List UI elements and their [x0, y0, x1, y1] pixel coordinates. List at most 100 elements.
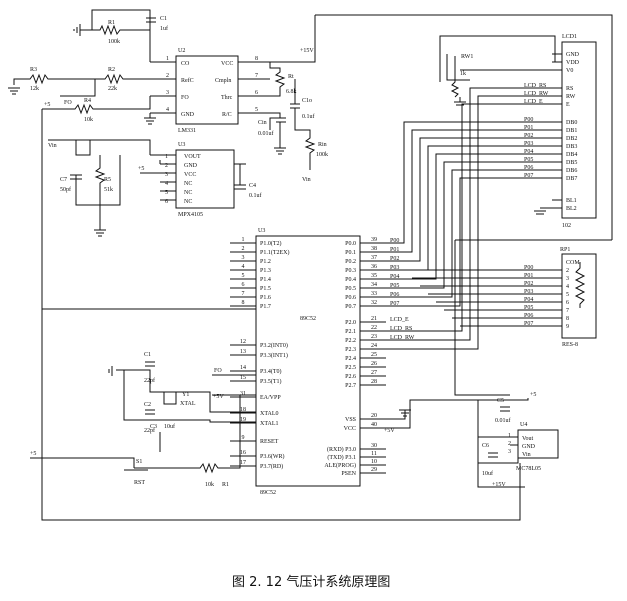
u3-num-1: 1	[165, 154, 168, 160]
rp1-net-label: P02	[524, 281, 533, 287]
mcu-pin-name-left: P1.7	[260, 304, 271, 310]
mcu-pin-num-left: 12	[240, 339, 246, 345]
fo-label: FO	[64, 100, 72, 106]
u3-pin-nc3: NC	[184, 199, 192, 205]
mcu-part: 89C52	[300, 316, 316, 322]
mcu-pin-num-right: 29	[371, 467, 377, 473]
u2-lm331: U2 LM331 CO RefC FO GND VCC Cmpln Thrc R…	[150, 48, 270, 134]
u4-part: MC78L05	[516, 466, 541, 472]
r5-value: 51k	[104, 187, 113, 193]
r5-ref: R5	[104, 177, 111, 183]
u3-pin-vcc: VCC	[184, 172, 196, 178]
rp1-pin-name: 3	[566, 276, 569, 282]
u2-num-7: 7	[255, 73, 258, 79]
mcu-pin-name-left: P3.4(T0)	[260, 368, 282, 375]
c1-ref: C1	[160, 16, 167, 22]
u4-ref: U4	[520, 422, 527, 428]
lcd-pin-name: DB5	[566, 160, 577, 166]
u3-pin-vout: VOUT	[184, 154, 201, 160]
mcu-net-label: P07	[390, 301, 399, 307]
u2-num-5: 5	[255, 107, 258, 113]
plus5-u3: +5	[138, 166, 144, 172]
u4-pin-gnd: GND	[522, 444, 536, 450]
cin-value: 0.01uf	[258, 130, 274, 137]
rin-ref: Rin	[318, 142, 327, 148]
mcu-pin-name-right: P2.6	[345, 374, 356, 380]
mcu-pin-name-right: P0.2	[345, 259, 356, 265]
mcu-pin-num-right: 32	[371, 300, 377, 306]
mcu-ref: U3	[258, 228, 265, 234]
mcu-pin-name-left: P3.5(T1)	[260, 378, 282, 385]
rp1-pin-name: 2	[566, 268, 569, 274]
mcu-pin-name-right: P0.1	[345, 250, 356, 256]
u2-num-3: 3	[166, 90, 169, 96]
wire-p0-bus	[386, 137, 520, 262]
mcu-pin-name-right: P2.3	[345, 347, 356, 353]
mcu-pin-num-right: 24	[371, 343, 377, 349]
clo-value: 0.1uf	[302, 113, 315, 120]
lcd-net-label: P04	[524, 149, 533, 155]
wire-lcd-e	[386, 103, 520, 332]
c5-value: 0.01uf	[495, 417, 511, 424]
mcu-pin-name-right: (RXD) P3.0	[327, 446, 356, 453]
wire-p0-bus	[386, 177, 520, 307]
mcu-pin-num-left: 18	[240, 407, 246, 413]
lcd-net-label: P07	[524, 173, 533, 179]
mcu-net-label: LCD_RW	[390, 335, 415, 341]
wire-p0-bus	[386, 129, 520, 253]
u2-pin-thrc: Thrc	[221, 95, 233, 101]
u3-pin-nc1: NC	[184, 181, 192, 187]
mcu-pin-num-right: 28	[371, 379, 377, 385]
mcu-pin-num-left: 7	[242, 291, 245, 297]
c7-value: 50pf	[60, 186, 71, 193]
s1-ref: S1	[136, 459, 142, 465]
u2-pin-cmpln: Cmpln	[215, 78, 231, 84]
r4-value: 10k	[84, 117, 93, 123]
rp1-ref: RP1	[560, 247, 570, 253]
rp1-resistor-pack: RP1 RES-8	[560, 247, 597, 348]
lcd1-module: LCD1 102	[561, 34, 597, 229]
mcu-89c52: U3 89C52 89C52	[255, 228, 361, 496]
rp1-pin-name: 6	[566, 300, 569, 306]
rw-label: RW1	[461, 54, 473, 60]
lcd-net-label: LCD_RW	[524, 91, 549, 97]
mcu-pin-name-left: P3.6(WR)	[260, 453, 285, 460]
rp1-net-label: P07	[524, 321, 533, 327]
mcu-net-label: P03	[390, 265, 399, 271]
mcu-net-label: LCD_RS	[390, 326, 412, 332]
mcu-pin-num-left: 2	[242, 246, 245, 252]
r4-ref: R4	[84, 98, 91, 104]
mcu-pin-name-right: P2.0	[345, 320, 356, 326]
mcu-pin-num-left: 19	[240, 417, 246, 423]
lcd-pin-name: GND	[566, 52, 580, 58]
u3-num-4: 4	[165, 181, 168, 187]
lcd-net-label: LCD_RS	[524, 83, 546, 89]
u4-num-2: 2	[508, 441, 511, 447]
mcu-pin-num-right: 20	[371, 413, 377, 419]
mcu-pin-num-left: 1	[242, 237, 245, 243]
lcd-pin-name: BL1	[566, 198, 577, 204]
mcu-pin-name-left: P1.1(T2EX)	[260, 249, 290, 256]
r3-value: 12k	[30, 86, 39, 92]
u4-pin-vout: Vout	[522, 436, 534, 442]
r2-ref: R2	[108, 67, 115, 73]
figure-caption: 图 2. 12 气压计系统原理图	[232, 574, 390, 590]
mcu-pin-name-left: P1.4	[260, 277, 271, 283]
mcu-pin-name-right: P2.1	[345, 329, 356, 335]
rin-value: 100k	[316, 152, 328, 158]
rt-ref: Rt	[288, 74, 294, 80]
mcu-pin-num-right: 36	[371, 264, 377, 270]
lcd-net-label: P06	[524, 165, 533, 171]
mcu-pin-num-right: 30	[371, 443, 377, 449]
rp1-pin-name: 7	[566, 308, 569, 314]
lcd-net-label: P05	[524, 157, 533, 163]
u2-ref: U2	[178, 48, 185, 54]
mcu-pin-num-right: 25	[371, 352, 377, 358]
c4-value: 0.1uf	[249, 192, 262, 199]
lcd-pin-name: DB7	[566, 176, 577, 182]
mcu-pin-name-right: P0.4	[345, 277, 356, 283]
c4-ref: C4	[249, 183, 256, 189]
lcd-net-label: P03	[524, 141, 533, 147]
mcu-pin-name-left: P1.5	[260, 286, 271, 292]
